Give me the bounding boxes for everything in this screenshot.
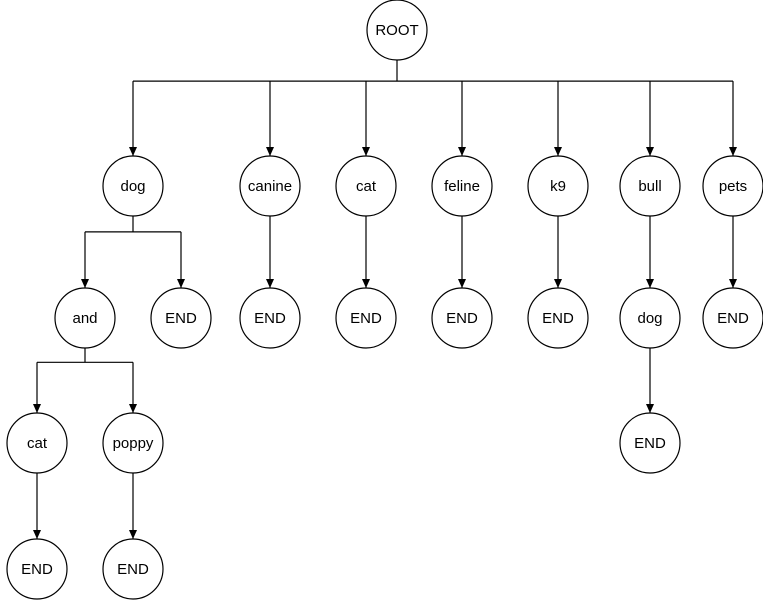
node-feline: feline bbox=[431, 155, 493, 217]
node-label: END bbox=[446, 310, 478, 327]
node-circle bbox=[527, 287, 589, 349]
node-circle bbox=[702, 287, 763, 349]
node-label: feline bbox=[444, 178, 480, 195]
node-and: and bbox=[54, 287, 116, 349]
node-label: END bbox=[254, 310, 286, 327]
node-end: END bbox=[150, 287, 212, 349]
node-dog: dog bbox=[102, 155, 164, 217]
node-circle bbox=[6, 412, 68, 474]
node-circle bbox=[431, 155, 493, 217]
node-label: cat bbox=[356, 178, 377, 195]
node-circle bbox=[102, 155, 164, 217]
node-circle bbox=[335, 155, 397, 217]
node-circle bbox=[527, 155, 589, 217]
node-end: END bbox=[335, 287, 397, 349]
node-dog: dog bbox=[619, 287, 681, 349]
node-end: END bbox=[6, 538, 68, 600]
node-circle bbox=[102, 412, 164, 474]
node-circle bbox=[619, 412, 681, 474]
node-circle bbox=[619, 287, 681, 349]
node-label: dog bbox=[120, 178, 145, 195]
node-end: END bbox=[702, 287, 763, 349]
node-root: ROOT bbox=[366, 0, 428, 61]
node-circle bbox=[366, 0, 428, 61]
node-circle bbox=[54, 287, 116, 349]
node-circle bbox=[431, 287, 493, 349]
node-label: END bbox=[117, 561, 149, 578]
node-end: END bbox=[527, 287, 589, 349]
node-label: and bbox=[72, 310, 97, 327]
node-bull: bull bbox=[619, 155, 681, 217]
node-circle bbox=[102, 538, 164, 600]
node-circle bbox=[619, 155, 681, 217]
nodes: ROOTdogandcatENDpoppyENDENDcanineENDcatE… bbox=[6, 0, 763, 600]
node-k9: k9 bbox=[527, 155, 589, 217]
node-end: END bbox=[102, 538, 164, 600]
node-label: END bbox=[350, 310, 382, 327]
node-end: END bbox=[431, 287, 493, 349]
node-label: END bbox=[717, 310, 749, 327]
node-circle bbox=[702, 155, 763, 217]
node-label: bull bbox=[638, 178, 661, 195]
node-label: canine bbox=[248, 178, 292, 195]
node-label: dog bbox=[637, 310, 662, 327]
node-label: ROOT bbox=[375, 22, 418, 39]
node-circle bbox=[150, 287, 212, 349]
node-circle bbox=[239, 287, 301, 349]
node-circle bbox=[239, 155, 301, 217]
node-poppy: poppy bbox=[102, 412, 164, 474]
node-canine: canine bbox=[239, 155, 301, 217]
node-label: END bbox=[165, 310, 197, 327]
node-label: pets bbox=[719, 178, 747, 195]
node-cat: cat bbox=[6, 412, 68, 474]
node-label: END bbox=[542, 310, 574, 327]
node-label: END bbox=[634, 435, 666, 452]
node-end: END bbox=[619, 412, 681, 474]
node-pets: pets bbox=[702, 155, 763, 217]
node-label: END bbox=[21, 561, 53, 578]
node-label: cat bbox=[27, 435, 48, 452]
edges bbox=[33, 60, 737, 539]
node-label: k9 bbox=[550, 178, 566, 195]
node-circle bbox=[335, 287, 397, 349]
node-cat: cat bbox=[335, 155, 397, 217]
node-label: poppy bbox=[113, 435, 154, 452]
node-end: END bbox=[239, 287, 301, 349]
node-circle bbox=[6, 538, 68, 600]
